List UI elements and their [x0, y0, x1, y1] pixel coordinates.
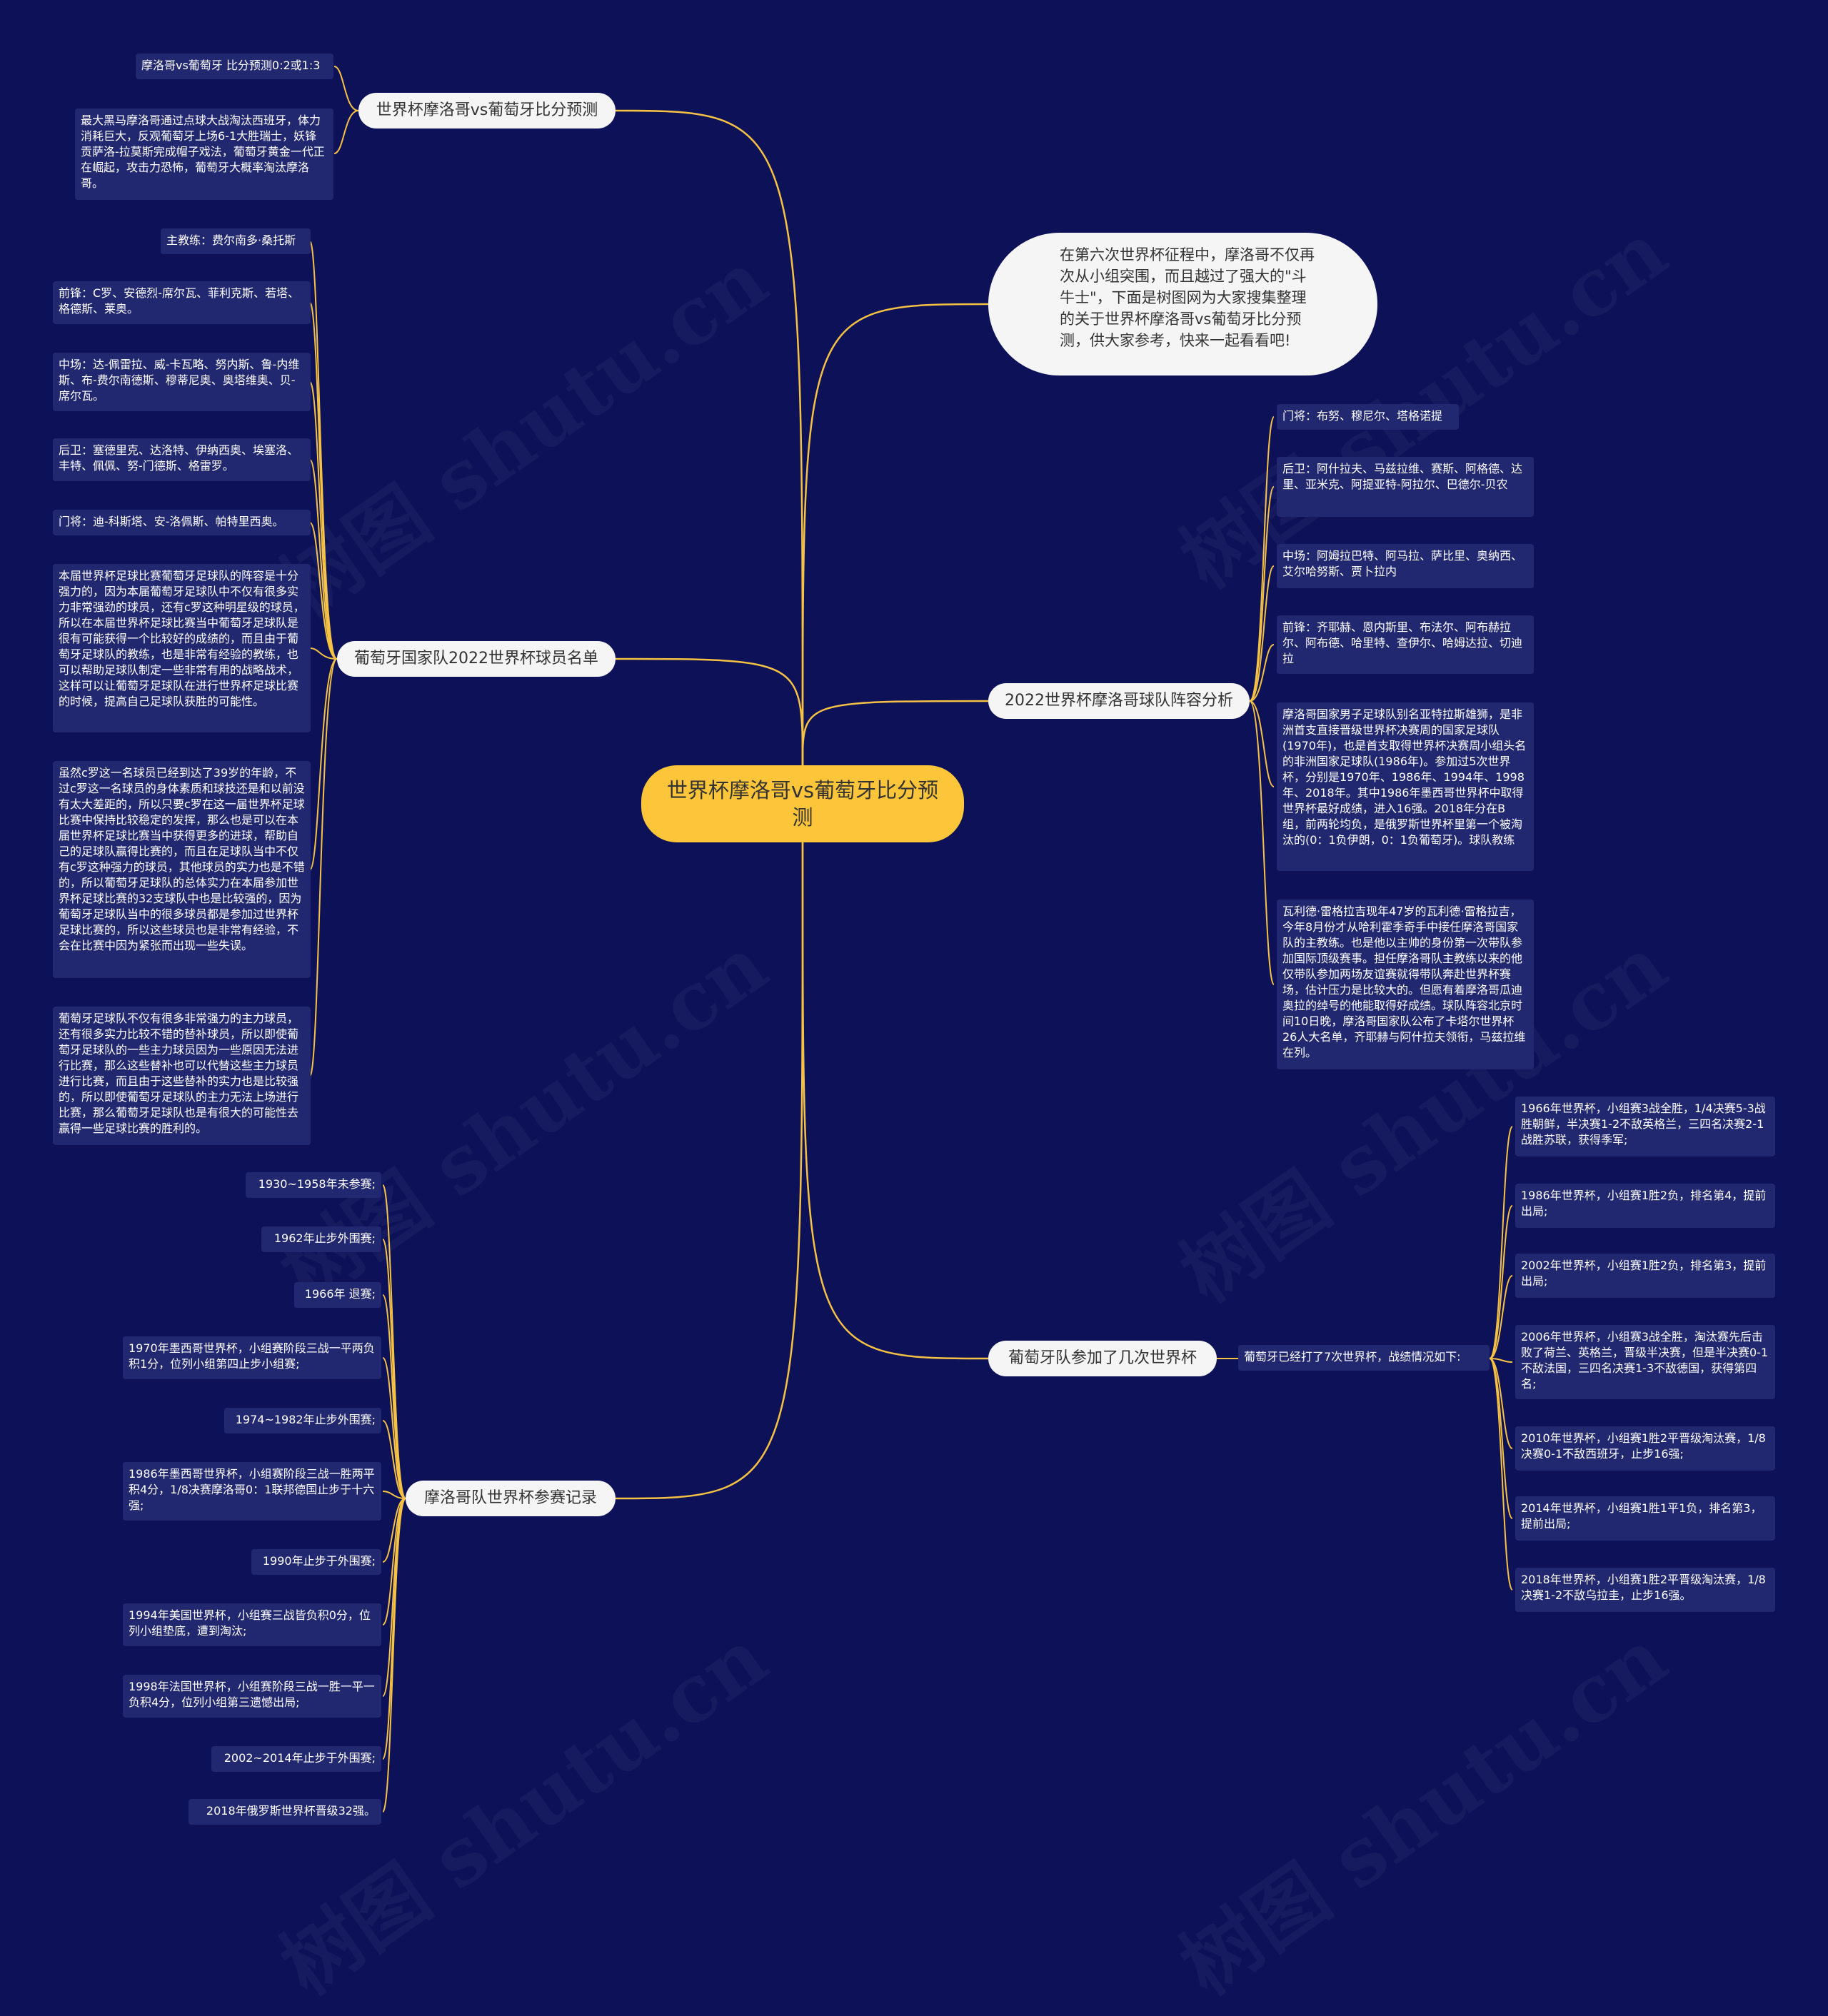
leaf-portugal-analysis-2: 虽然c罗这一名球员已经到达了39岁的年龄，不过c罗这一名球员的身体素质和球技还是… [53, 761, 311, 978]
leaf-portugal-wc-2010: 2010年世界杯，小组赛1胜2平晋级淘汰赛，1/8决赛0-1不敌西班牙，止步16… [1515, 1426, 1775, 1471]
leaf-morocco-record-1998: 1998年法国世界杯，小组赛阶段三战一胜一平一负积4分，位列小组第三遗憾出局; [123, 1675, 381, 1718]
leaf-portugal-defense: 后卫：塞德里克、达洛特、伊纳西奥、埃塞洛、丰特、佩佩、努-门德斯、格雷罗。 [53, 438, 311, 481]
leaf-prediction-analysis: 最大黑马摩洛哥通过点球大战淘汰西班牙，体力消耗巨大，反观葡萄牙上场6-1大胜瑞士… [75, 109, 333, 200]
mind-map: 树图 shutu.cn 树图 shutu.cn 树图 shutu.cn 树图 s… [53, 54, 1775, 2012]
leaf-portugal-wc-2002: 2002年世界杯，小组赛1胜2负，排名第3，提前出局; [1515, 1254, 1775, 1298]
leaf-portugal-coach: 主教练：费尔南多·桑托斯 [161, 228, 311, 254]
leaf-morocco-record-1974: 1974~1982年止步外围赛; [224, 1408, 381, 1433]
leaf-morocco-forwards: 前锋：齐耶赫、恩内斯里、布法尔、阿布赫拉尔、阿布德、哈里特、查伊尔、哈姆达拉、切… [1277, 615, 1534, 674]
intro-bubble[interactable]: 在第六次世界杯征程中，摩洛哥不仅再次从小组突围，而且越过了强大的"斗牛士"，下面… [988, 233, 1377, 376]
leaf-portugal-goalkeepers: 门将：迪-科斯塔、安-洛佩斯、帕特里西奥。 [53, 510, 311, 535]
leaf-morocco-record-1986: 1986年墨西哥世界杯，小组赛阶段三战一胜两平积4分，1/8决赛摩洛哥0：1联邦… [123, 1462, 381, 1521]
leaf-portugal-wc-2018: 2018年世界杯，小组赛1胜2平晋级淘汰赛，1/8决赛1-2不敌乌拉圭，止步16… [1515, 1568, 1775, 1612]
leaf-portugal-analysis-1: 本届世界杯足球比赛葡萄牙足球队的阵容是十分强力的，因为本届葡萄牙足球队中不仅有很… [53, 564, 311, 732]
branch-portugal-appearances[interactable]: 葡萄牙队参加了几次世界杯 [988, 1341, 1217, 1376]
branch-portugal-roster[interactable]: 葡萄牙国家队2022世界杯球员名单 [337, 641, 616, 677]
leaf-morocco-goalkeepers: 门将：布努、穆尼尔、塔格诺提 [1277, 404, 1459, 430]
leaf-morocco-record-1970: 1970年墨西哥世界杯，小组赛阶段三战一平两负积1分，位列小组第四止步小组赛; [123, 1336, 381, 1379]
leaf-morocco-record-1930: 1930~1958年未参赛; [246, 1172, 381, 1198]
leaf-morocco-record-1962: 1962年止步外围赛; [261, 1226, 381, 1252]
leaf-morocco-record-1966: 1966年 退赛; [294, 1282, 381, 1308]
leaf-morocco-defense: 后卫：阿什拉夫、马兹拉维、赛斯、阿格德、达里、亚米克、阿提亚特-阿拉尔、巴德尔-… [1277, 457, 1534, 517]
leaf-portugal-appearances-summary: 葡萄牙已经打了7次世界杯，战绩情况如下: [1238, 1345, 1490, 1371]
leaf-morocco-history: 摩洛哥国家男子足球队别名亚特拉斯雄狮，是非洲首支直接晋级世界杯决赛周的国家足球队… [1277, 702, 1534, 871]
leaf-portugal-wc-1986: 1986年世界杯，小组赛1胜2负，排名第4，提前出局; [1515, 1184, 1775, 1228]
leaf-morocco-record-1994: 1994年美国世界杯，小组赛三战皆负积0分，位列小组垫底，遭到淘汰; [123, 1603, 381, 1646]
leaf-portugal-wc-2014: 2014年世界杯，小组赛1胜1平1负，排名第3，提前出局; [1515, 1496, 1775, 1541]
leaf-morocco-record-2018: 2018年俄罗斯世界杯晋级32强。 [189, 1799, 381, 1825]
leaf-portugal-wc-1966: 1966年世界杯，小组赛3战全胜，1/4决赛5-3战胜朝鲜，半决赛1-2不敌英格… [1515, 1097, 1775, 1156]
branch-morocco-lineup[interactable]: 2022世界杯摩洛哥球队阵容分析 [988, 683, 1250, 719]
leaf-portugal-midfield: 中场：达-佩雷拉、威-卡瓦略、努内斯、鲁-内维斯、布-费尔南德斯、穆蒂尼奥、奥塔… [53, 353, 311, 411]
branch-score-prediction[interactable]: 世界杯摩洛哥vs葡萄牙比分预测 [358, 93, 616, 128]
connector-lines [309, 66, 1513, 1813]
leaf-portugal-wc-2006: 2006年世界杯，小组赛3战全胜，淘汰赛先后击败了荷兰、英格兰，晋级半决赛，但是… [1515, 1325, 1775, 1399]
leaf-prediction-score: 摩洛哥vs葡萄牙 比分预测0:2或1:3 [136, 54, 333, 79]
leaf-morocco-record-2002: 2002~2014年止步于外围赛; [211, 1746, 381, 1772]
leaf-morocco-coach: 瓦利德·雷格拉吉现年47岁的瓦利德·雷格拉吉，今年8月份才从哈利霍季奇手中接任摩… [1277, 899, 1534, 1069]
leaf-morocco-midfield: 中场：阿姆拉巴特、阿马拉、萨比里、奥纳西、艾尔哈努斯、贾卜拉内 [1277, 544, 1534, 588]
leaf-morocco-record-1990: 1990年止步于外围赛; [251, 1549, 381, 1575]
root-node[interactable]: 世界杯摩洛哥vs葡萄牙比分预测 [641, 765, 964, 842]
leaf-portugal-analysis-3: 葡萄牙足球队不仅有很多非常强力的主力球员，还有很多实力比较不错的替补球员，所以即… [53, 1007, 311, 1145]
leaf-portugal-forwards: 前锋：C罗、安德烈-席尔瓦、菲利克斯、若塔、格德斯、莱奥。 [53, 281, 311, 324]
branch-morocco-record[interactable]: 摩洛哥队世界杯参赛记录 [406, 1481, 616, 1516]
